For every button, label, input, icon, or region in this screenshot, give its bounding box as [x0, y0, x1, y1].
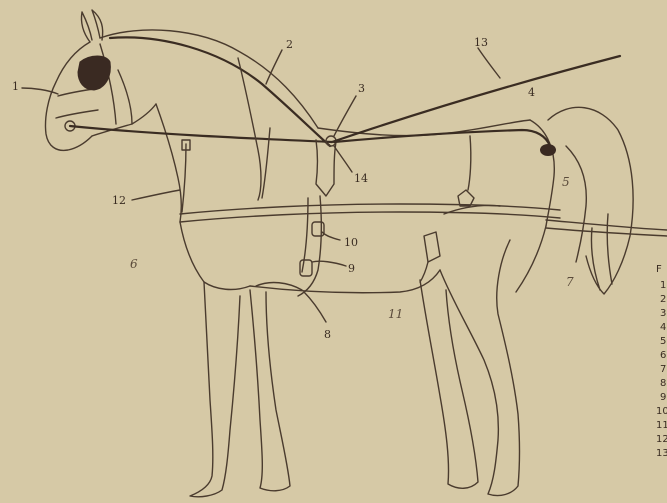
callout-1: 1 [12, 80, 19, 93]
callout-4: 4 [528, 86, 535, 99]
callout-8: 8 [324, 328, 331, 341]
edge-legend: F 1 2 3 4 5 6 7 8 9 10 11 12 13 [656, 264, 667, 459]
edge-num-7: 7 [660, 364, 666, 375]
callout-2: 2 [286, 38, 293, 51]
edge-num-5: 5 [660, 336, 666, 347]
edge-num-11: 11 [656, 420, 667, 431]
callout-5: 5 [562, 175, 570, 189]
callout-12: 12 [112, 194, 126, 207]
edge-num-9: 9 [660, 392, 666, 403]
edge-num-3: 3 [660, 308, 666, 319]
blinker [78, 56, 110, 90]
callout-13: 13 [474, 36, 488, 49]
edge-num-6: 6 [660, 350, 666, 361]
callout-6: 6 [130, 257, 138, 271]
callout-9: 9 [348, 262, 355, 275]
edge-num-10: 10 [656, 406, 667, 417]
callout-3: 3 [358, 82, 365, 95]
edge-num-13: 13 [656, 448, 667, 459]
callout-10: 10 [344, 236, 358, 249]
edge-num-1: 1 [660, 280, 666, 291]
edge-num-12: 12 [656, 434, 667, 445]
callout-7: 7 [566, 275, 574, 289]
horse-outline [45, 10, 633, 497]
edge-num-8: 8 [660, 378, 666, 389]
callout-14: 14 [354, 172, 368, 185]
edge-letter: F [656, 264, 662, 275]
callout-11: 11 [388, 307, 403, 321]
edge-num-2: 2 [660, 294, 666, 305]
harness [56, 37, 667, 296]
edge-num-4: 4 [660, 322, 666, 333]
